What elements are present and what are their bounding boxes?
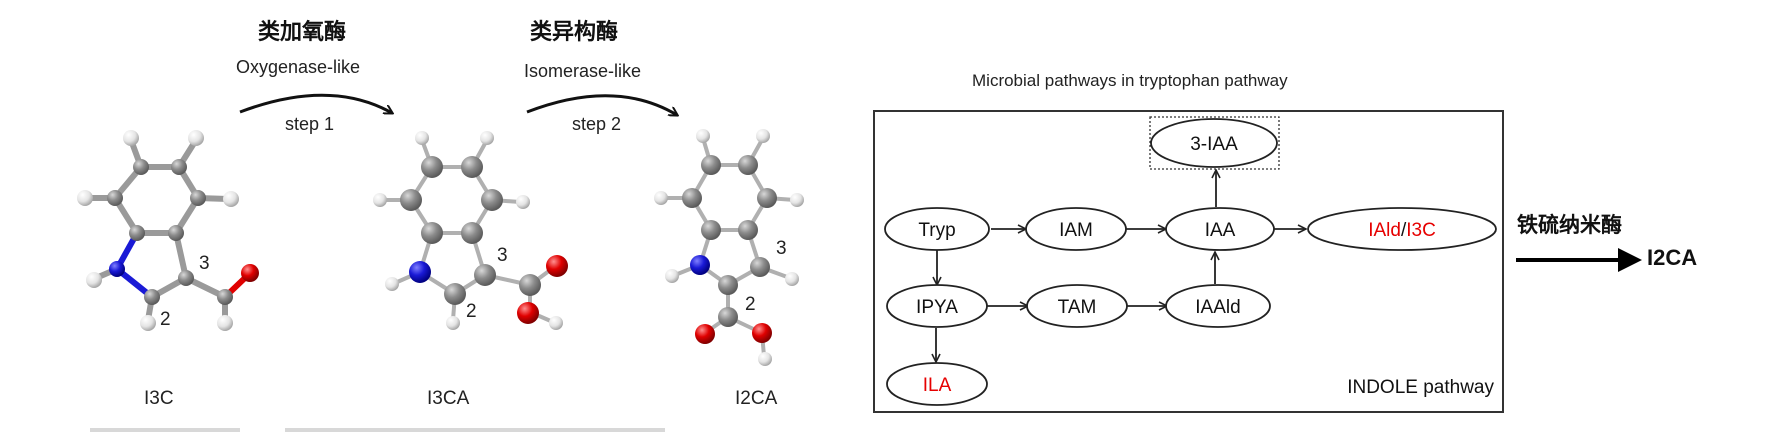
node-label-iald: IAld (1368, 220, 1401, 241)
node-tryp (884, 207, 990, 251)
pathway-diagram: Tryp IAM IAA 3-IAA IAld/I3C IPYA TAM IAA… (873, 110, 1504, 413)
step1-label: step 1 (285, 114, 335, 134)
step-arrows (239, 93, 800, 140)
molecule-structures: 3 2 (77, 129, 804, 366)
molecule-name-i3ca: I3CA (427, 388, 470, 409)
pathway-box (873, 110, 1504, 413)
clipped-text-fragment (285, 428, 485, 432)
pathway-title: Microbial pathways in tryptophan pathway (972, 71, 1288, 90)
node-label-i3c: I3C (1406, 220, 1436, 241)
node-iaa (1165, 207, 1275, 251)
node-label-iam: IAM (1059, 220, 1093, 241)
node-ipya (886, 284, 988, 328)
i3c-position-2: 2 (160, 309, 171, 330)
i2ca-position-3: 3 (776, 238, 787, 259)
node-label-iaa: IAA (1205, 220, 1236, 241)
node-iaald (1165, 284, 1271, 328)
step1-arrow (239, 93, 392, 113)
step1-cn-label: 类加氧酶 (258, 20, 347, 45)
node-label-iaald: IAAld (1195, 297, 1240, 318)
conversion-cn-label: 铁硫纳米酶 (1517, 213, 1622, 237)
node-label-separator: / (1401, 220, 1407, 241)
pathway-box-label: INDOLE pathway (1347, 377, 1494, 398)
node-iam (1025, 207, 1127, 251)
step2-en-label: Isomerase-like (524, 61, 642, 81)
step2-label: step 2 (572, 114, 622, 134)
i3c-position-3: 3 (199, 253, 210, 274)
molecule-i3ca: 3 2 (373, 131, 568, 330)
clipped-text-fragment (465, 428, 665, 432)
node-label-iald-i3c: IAld/I3C (1368, 220, 1436, 241)
i2ca-position-2: 2 (745, 294, 756, 315)
molecule-name-i3c: I3C (144, 388, 174, 409)
node-tam (1026, 284, 1128, 328)
node-label-ipya: IPYA (916, 297, 958, 318)
node-label-tryp: Tryp (918, 220, 955, 241)
node-iald-i3c (1307, 207, 1497, 251)
i3ca-position-3: 3 (497, 245, 508, 266)
i3ca-position-2: 2 (466, 301, 477, 322)
node-3-iaa (1150, 118, 1278, 168)
node-ila (886, 362, 988, 406)
node-label-ila: ILA (923, 375, 952, 396)
node-label-3-iaa: 3-IAA (1190, 134, 1238, 155)
node-label-tam: TAM (1058, 297, 1097, 318)
step2-arrow (526, 94, 677, 115)
step2-cn-label: 类异构酶 (530, 20, 619, 45)
clipped-text-fragment (90, 428, 240, 432)
conversion-arrow (1516, 248, 1642, 272)
step1-en-label: Oxygenase-like (236, 57, 361, 77)
molecule-i3c: 3 2 (77, 130, 259, 331)
conversion-product: I2CA (1647, 245, 1698, 270)
molecule-name-i2ca: I2CA (735, 388, 778, 409)
molecule-i2ca: 3 2 (654, 129, 804, 366)
